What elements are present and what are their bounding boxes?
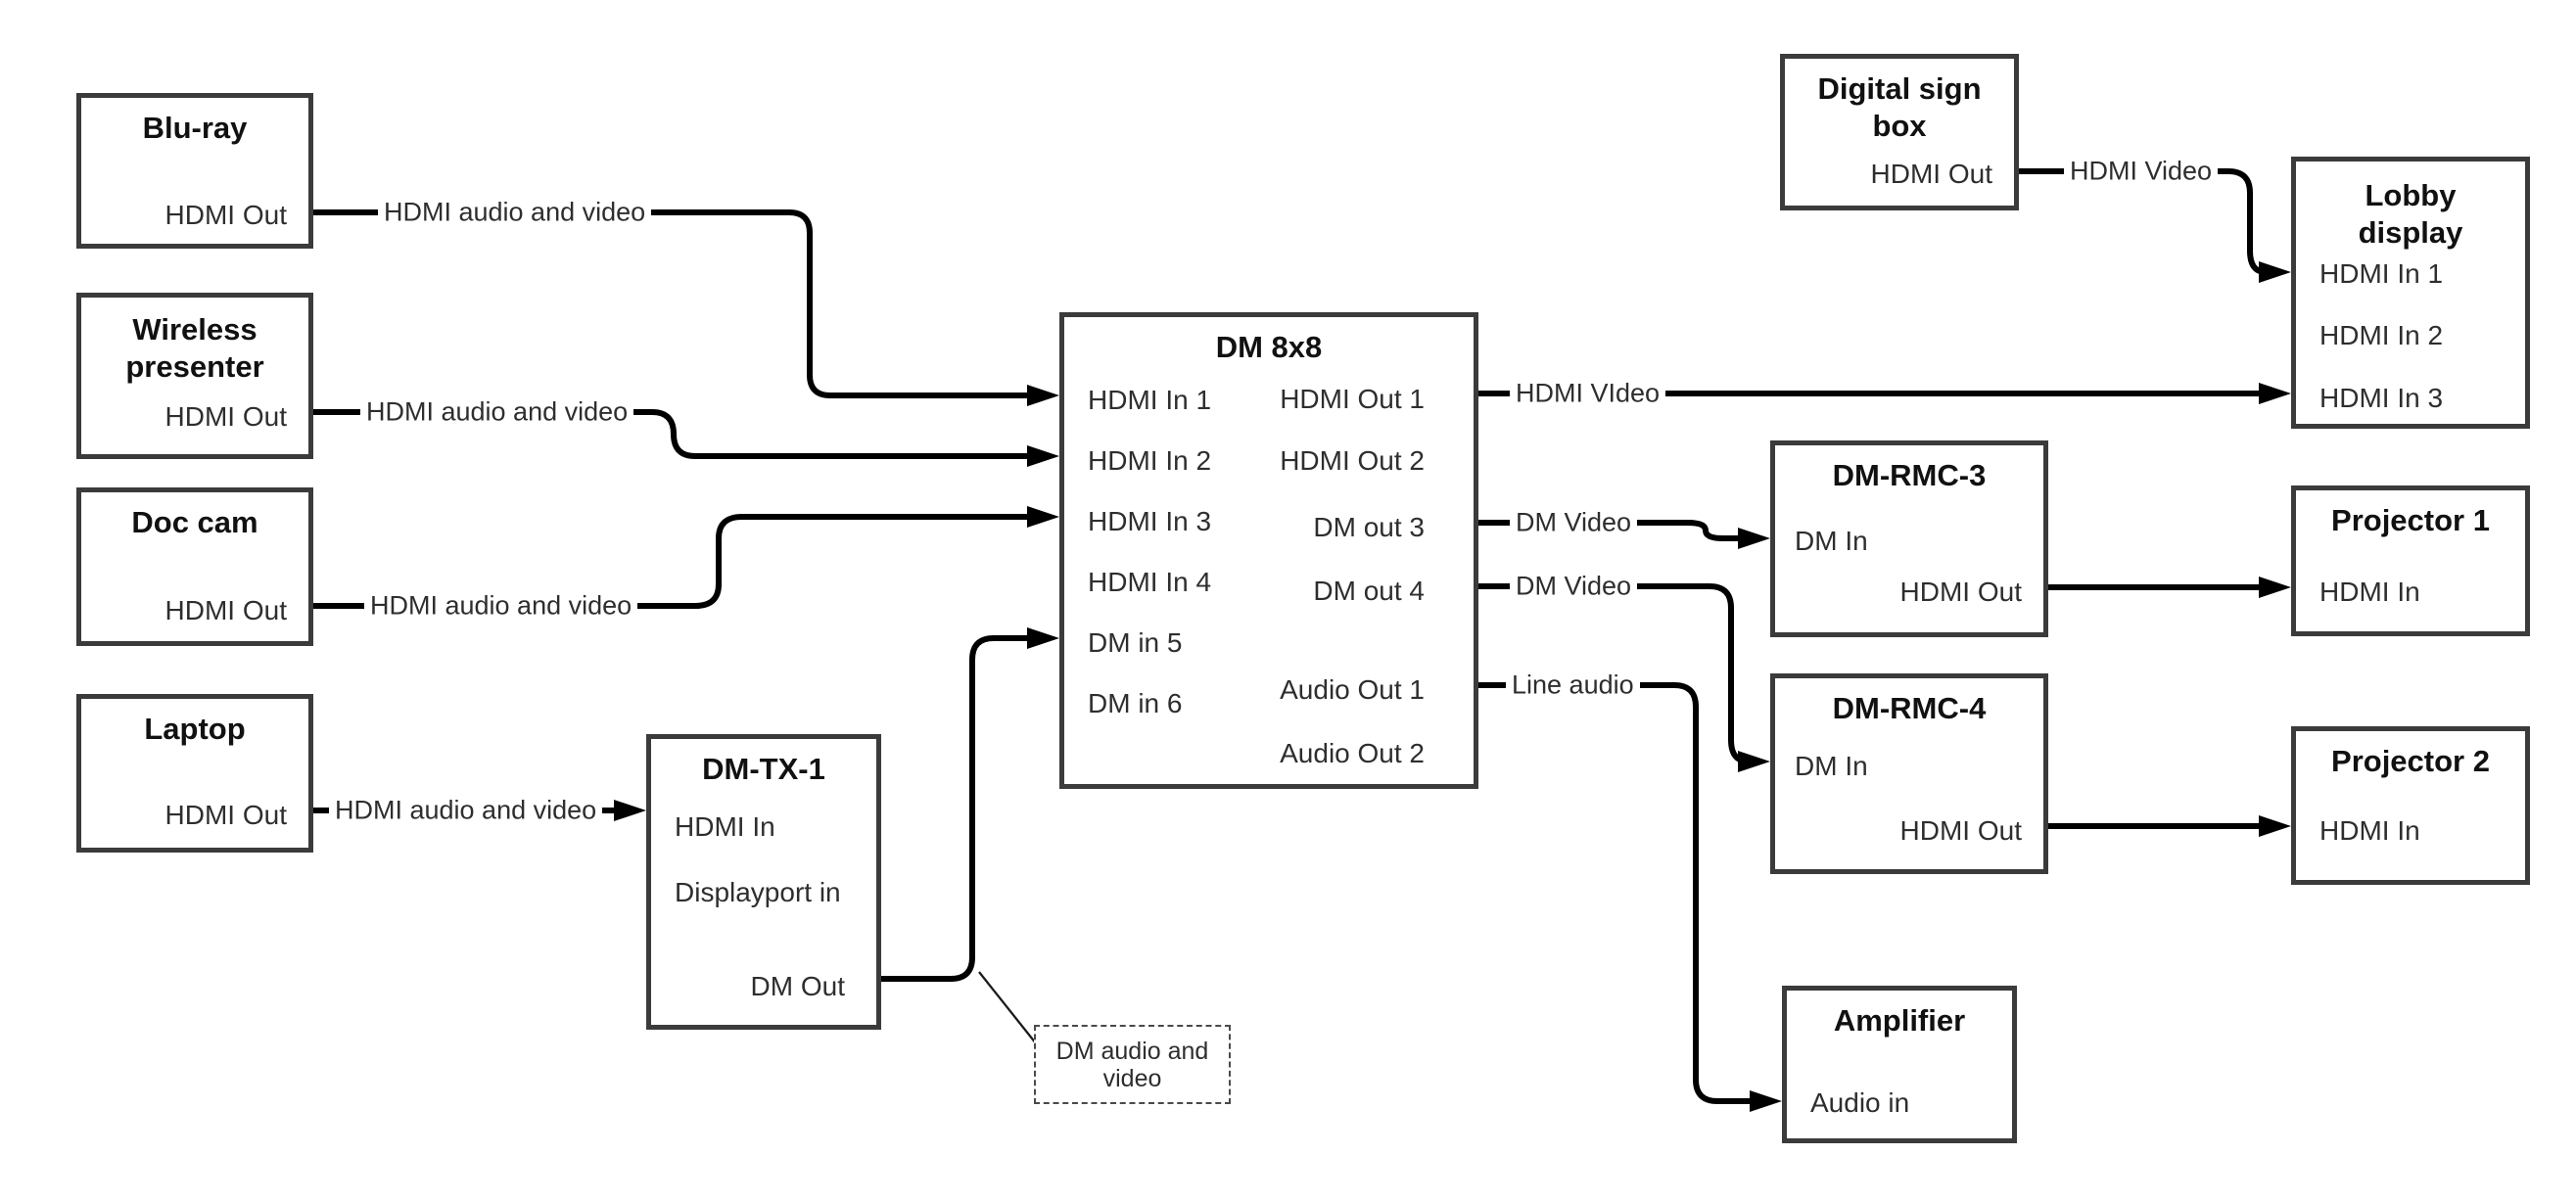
- node-title: Digital sign box: [1785, 70, 2014, 145]
- node-title: Lobby display: [2296, 177, 2525, 252]
- port-lobby-hdmi-in-2: HDMI In 2: [2319, 320, 2444, 350]
- edge-digitalsign-to-lobby-in1: [2019, 168, 2267, 275]
- edge-label-out1-hdmi-video: HDMI VIdeo: [1510, 378, 1666, 409]
- port-dm8x8-hdmi-in-1: HDMI In 1: [1088, 385, 1212, 415]
- port-laptop-hdmi-out: HDMI Out: [164, 800, 287, 830]
- arrowhead-lobby-in3: [2259, 383, 2291, 404]
- node-title: Wireless presenter: [81, 311, 308, 386]
- edge-label-doccam-hdmi-av: HDMI audio and video: [364, 590, 638, 622]
- node-title: DM-RMC-3: [1832, 458, 1987, 492]
- node-title-line2: display: [2358, 215, 2463, 250]
- port-dmrmc4-hdmi-out: HDMI Out: [1899, 815, 2022, 846]
- node-amplifier: Amplifier Audio in: [1782, 986, 2017, 1143]
- node-title-line1: Lobby: [2365, 178, 2457, 212]
- edge-bluray-to-dm8x8-in1: [313, 209, 1030, 398]
- arrowhead-projector2-hdmi-in: [2259, 815, 2291, 837]
- node-title: Projector 2: [2331, 744, 2490, 778]
- node-digital-sign-box: Digital sign box HDMI Out: [1780, 54, 2019, 210]
- port-dmrmc4-dm-in: DM In: [1795, 751, 1868, 781]
- node-laptop: Laptop HDMI Out: [76, 694, 313, 853]
- arrowhead-dm8x8-in5: [1027, 627, 1059, 649]
- arrowhead-dmtx1-hdmi-in: [614, 800, 646, 821]
- port-dm8x8-audio-out-1: Audio Out 1: [1280, 674, 1425, 705]
- port-dm8x8-dm-in-6: DM in 6: [1088, 688, 1183, 718]
- node-title-line2: box: [1872, 109, 1927, 143]
- port-dm8x8-hdmi-out-1: HDMI Out 1: [1280, 384, 1425, 414]
- port-projector1-hdmi-in: HDMI In: [2319, 577, 2420, 607]
- edge-label-out3-dm-video: DM Video: [1510, 507, 1638, 538]
- note-line2: video: [1102, 1065, 1162, 1092]
- node-title-line1: Wireless: [132, 312, 258, 346]
- port-dmrmc3-dm-in: DM In: [1795, 526, 1868, 556]
- note-dm-audio-and-video: DM audio and video: [1034, 1025, 1231, 1104]
- port-digitalsign-hdmi-out: HDMI Out: [1870, 159, 1992, 189]
- node-title: Projector 1: [2331, 503, 2490, 537]
- node-dm-rmc-3: DM-RMC-3 DM In HDMI Out: [1770, 440, 2048, 637]
- node-dm-tx-1: DM-TX-1 HDMI In Displayport in DM Out: [646, 734, 881, 1030]
- note-line1: DM audio and: [1055, 1038, 1209, 1065]
- node-title: DM 8x8: [1215, 330, 1323, 364]
- node-title-line1: Digital sign: [1817, 71, 1982, 106]
- port-dmtx1-hdmi-in: HDMI In: [675, 811, 775, 842]
- node-lobby-display: Lobby display HDMI In 1 HDMI In 2 HDMI I…: [2291, 157, 2530, 429]
- edge-label-bluray-hdmi-av: HDMI audio and video: [378, 197, 652, 228]
- node-title: Laptop: [144, 712, 246, 746]
- port-dmrmc3-hdmi-out: HDMI Out: [1899, 577, 2022, 607]
- node-wireless-presenter: Wireless presenter HDMI Out: [76, 293, 313, 459]
- edge-wireless-to-dm8x8-in2: [313, 409, 1030, 459]
- arrowhead-dm8x8-in3: [1027, 506, 1059, 528]
- port-dm8x8-hdmi-out-2: HDMI Out 2: [1280, 445, 1425, 476]
- port-dm8x8-audio-out-2: Audio Out 2: [1280, 738, 1425, 768]
- edge-dm8x8-out3-to-dmrmc3: [1478, 520, 1741, 541]
- node-title: Doc cam: [131, 505, 258, 539]
- port-dm8x8-hdmi-in-3: HDMI In 3: [1088, 506, 1212, 536]
- port-dmtx1-displayport-in: Displayport in: [675, 877, 841, 907]
- port-lobby-hdmi-in-3: HDMI In 3: [2319, 383, 2444, 413]
- port-bluray-hdmi-out: HDMI Out: [164, 200, 287, 230]
- edge-label-wireless-hdmi-av: HDMI audio and video: [360, 396, 634, 428]
- edge-doccam-to-dm8x8-in3: [313, 514, 1030, 609]
- port-dm8x8-hdmi-in-4: HDMI In 4: [1088, 567, 1212, 597]
- arrowhead-projector1-hdmi-in: [2259, 577, 2291, 598]
- node-doc-cam: Doc cam HDMI Out: [76, 487, 313, 646]
- arrowhead-dm8x8-in1: [1027, 385, 1059, 406]
- arrowhead-dmrmc4-dm-in: [1738, 751, 1770, 772]
- node-dm-8x8: DM 8x8 HDMI In 1 HDMI In 2 HDMI In 3 HDM…: [1059, 312, 1478, 789]
- node-title: Amplifier: [1833, 1003, 1966, 1038]
- node-projector-1: Projector 1 HDMI In: [2291, 485, 2530, 636]
- node-title: DM-TX-1: [702, 752, 825, 786]
- arrowhead-amplifier-audio-in: [1750, 1090, 1782, 1112]
- port-dm8x8-dm-out-4: DM out 4: [1313, 576, 1425, 606]
- node-projector-2: Projector 2 HDMI In: [2291, 726, 2530, 885]
- port-amplifier-audio-in: Audio in: [1810, 1087, 1910, 1118]
- edge-label-out4-dm-video: DM Video: [1510, 571, 1638, 602]
- port-lobby-hdmi-in-1: HDMI In 1: [2319, 258, 2444, 289]
- arrowhead-lobby-in1: [2259, 261, 2291, 283]
- node-title: DM-RMC-4: [1832, 691, 1987, 725]
- port-dmtx1-dm-out: DM Out: [750, 971, 845, 1001]
- port-projector2-hdmi-in: HDMI In: [2319, 815, 2420, 846]
- node-dm-rmc-4: DM-RMC-4 DM In HDMI Out: [1770, 673, 2048, 874]
- port-doccam-hdmi-out: HDMI Out: [164, 595, 287, 625]
- node-bluray: Blu-ray HDMI Out: [76, 93, 313, 249]
- port-wireless-hdmi-out: HDMI Out: [164, 401, 287, 432]
- note-callout-line: [978, 971, 1037, 1044]
- arrowhead-dm8x8-in2: [1027, 445, 1059, 467]
- edge-dmtx1-to-dm8x8-in5: [881, 635, 1030, 982]
- node-title: Blu-ray: [142, 111, 248, 145]
- edge-dm8x8-aout1-to-amplifier: [1478, 682, 1751, 1104]
- port-dm8x8-dm-out-3: DM out 3: [1313, 512, 1425, 542]
- port-dm8x8-hdmi-in-2: HDMI In 2: [1088, 445, 1212, 476]
- port-dm8x8-dm-in-5: DM in 5: [1088, 627, 1183, 658]
- arrowhead-dmrmc3-dm-in: [1738, 528, 1770, 549]
- edge-label-digital-hdmi-video: HDMI Video: [2064, 156, 2219, 187]
- edge-label-laptop-hdmi-av: HDMI audio and video: [329, 795, 603, 826]
- node-title-line2: presenter: [125, 349, 264, 384]
- edge-label-line-audio: Line audio: [1506, 670, 1640, 701]
